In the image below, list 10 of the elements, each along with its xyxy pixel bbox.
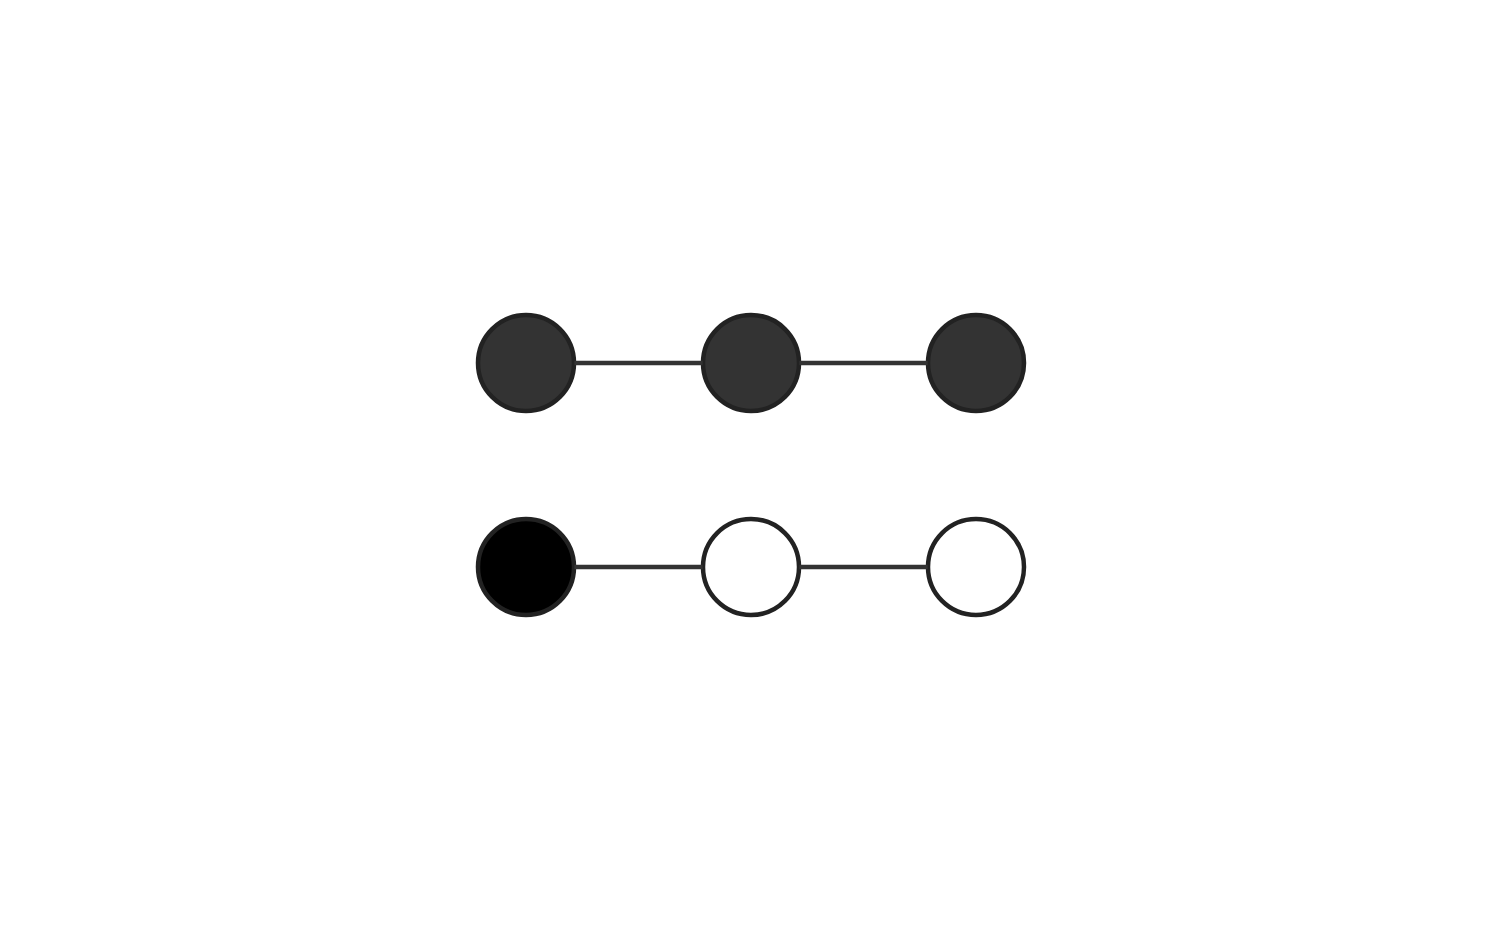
node-circle <box>475 516 577 618</box>
connector <box>574 564 703 570</box>
connector <box>799 564 928 570</box>
node-circle <box>700 312 802 414</box>
connector <box>574 360 703 366</box>
connector <box>799 360 928 366</box>
node-circle <box>475 312 577 414</box>
node-circle <box>925 516 1027 618</box>
node-circle <box>925 312 1027 414</box>
node-circle <box>700 516 802 618</box>
